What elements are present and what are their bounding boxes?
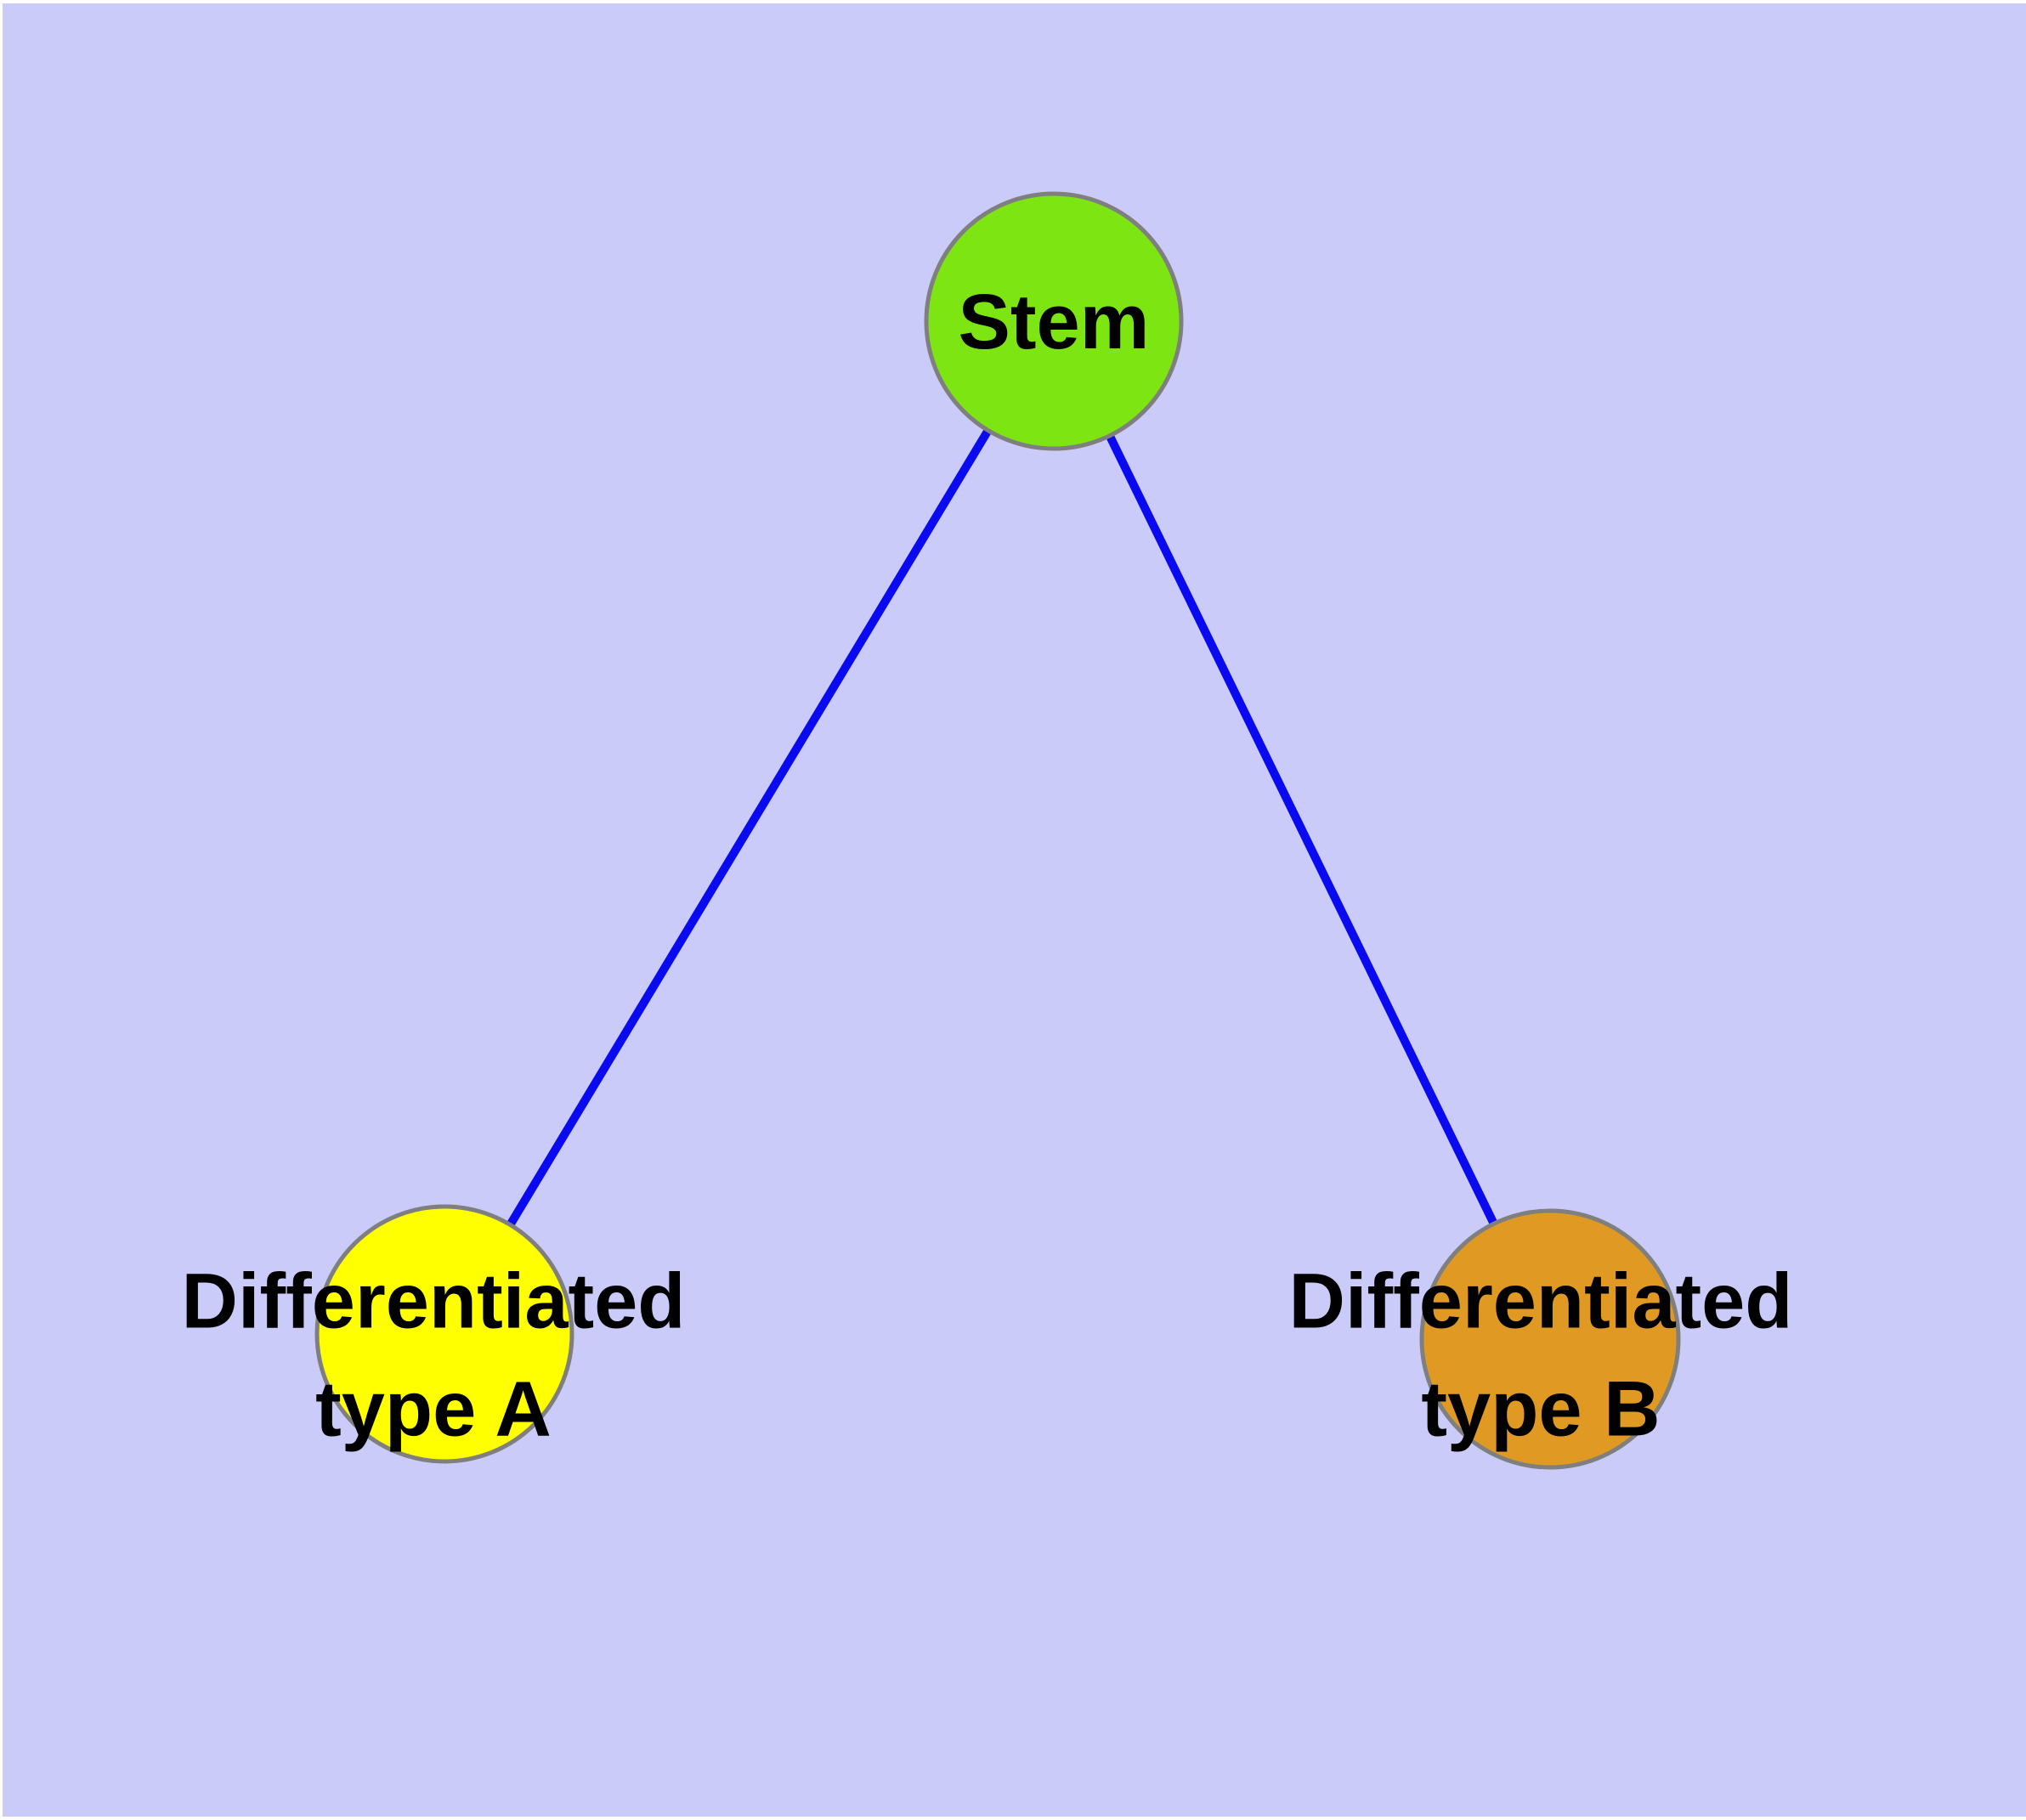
nodes-layer xyxy=(314,191,1681,1470)
edges-layer xyxy=(440,319,1554,1342)
edge-stem-to-type-b[interactable] xyxy=(1050,319,1554,1342)
node-circle-type-a[interactable] xyxy=(314,1204,574,1464)
edge-stem-to-type-a[interactable] xyxy=(440,319,1058,1337)
node-circle-stem[interactable] xyxy=(924,191,1184,451)
node-circle-type-b[interactable] xyxy=(1419,1208,1681,1470)
node-label-stem: Stem xyxy=(959,279,1150,365)
